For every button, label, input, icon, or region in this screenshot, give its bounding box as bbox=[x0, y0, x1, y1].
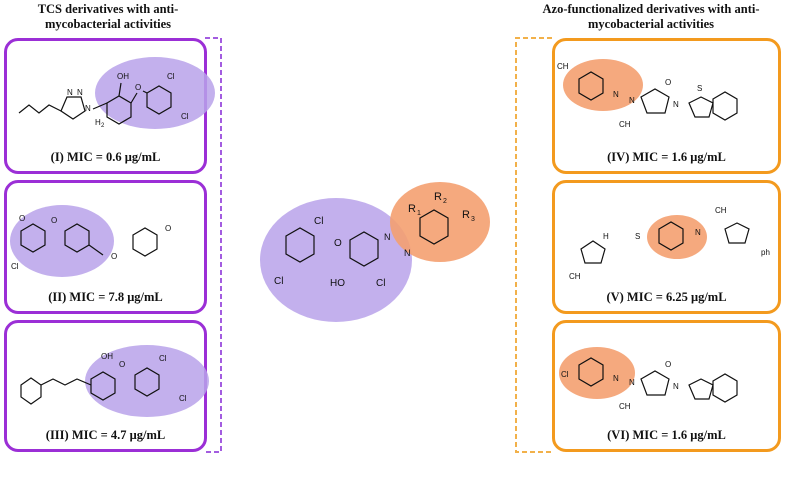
svg-text:N: N bbox=[77, 88, 83, 97]
svg-text:Cl: Cl bbox=[11, 262, 19, 271]
svg-text:Cl: Cl bbox=[561, 370, 569, 379]
svg-text:O: O bbox=[19, 214, 25, 223]
svg-text:O: O bbox=[665, 360, 671, 369]
svg-text:O: O bbox=[165, 224, 171, 233]
svg-text:N: N bbox=[629, 96, 635, 105]
compound-card-iv: CH N N O CH N S (IV) MIC = 1.6 μg/mL bbox=[552, 38, 781, 174]
svg-text:OH: OH bbox=[117, 72, 129, 81]
svg-text:O: O bbox=[135, 83, 141, 92]
mic-label: (VI) MIC = 1.6 μg/mL bbox=[607, 428, 726, 442]
svg-text:Cl: Cl bbox=[179, 394, 187, 403]
svg-text:N: N bbox=[673, 382, 679, 391]
svg-text:O: O bbox=[665, 78, 671, 87]
svg-text:CH: CH bbox=[569, 272, 581, 281]
compound-iii-structure: OH O Cl Cl bbox=[20, 345, 209, 417]
svg-text:S: S bbox=[697, 84, 702, 93]
right-heading: Azo-functionalized derivatives with anti… bbox=[542, 2, 760, 31]
svg-text:OH: OH bbox=[101, 352, 113, 361]
compound-card-vi: Cl N N O CH N (VI) MIC = 1.6 μg/mL bbox=[552, 320, 781, 452]
svg-text:CH: CH bbox=[557, 62, 569, 71]
svg-text:N: N bbox=[673, 100, 679, 109]
svg-text:N: N bbox=[613, 374, 619, 383]
mic-label: (V) MIC = 6.25 μg/mL bbox=[606, 290, 727, 304]
compound-card-iii: OH O Cl Cl (III) MIC = 4.7 μg/mL bbox=[4, 320, 209, 452]
svg-text:Cl: Cl bbox=[314, 216, 323, 227]
mic-label: (IV) MIC = 1.6 μg/mL bbox=[607, 150, 726, 164]
svg-text:CH: CH bbox=[715, 206, 727, 215]
svg-text:Cl: Cl bbox=[376, 278, 385, 289]
svg-text:ph: ph bbox=[761, 248, 770, 257]
svg-text:H: H bbox=[95, 118, 101, 127]
svg-text:Cl: Cl bbox=[159, 354, 167, 363]
svg-text:Cl: Cl bbox=[181, 112, 189, 121]
svg-text:N: N bbox=[629, 378, 635, 387]
svg-text:O: O bbox=[51, 216, 57, 225]
left-heading: TCS derivatives with anti-mycobacterial … bbox=[37, 2, 179, 31]
svg-text:CH: CH bbox=[619, 120, 631, 129]
svg-text:N: N bbox=[404, 248, 411, 258]
svg-text:1: 1 bbox=[417, 210, 421, 217]
compound-card-ii: O Cl O O O (II) MIC = 7.8 μg/mL bbox=[4, 180, 207, 314]
svg-text:HO: HO bbox=[330, 278, 345, 289]
svg-text:CH: CH bbox=[619, 402, 631, 411]
svg-text:3: 3 bbox=[471, 216, 475, 223]
compound-v-structure: CH H S N CH ph bbox=[569, 206, 770, 281]
compound-card-v: CH H S N CH ph (V) MIC = 6.25 μg/mL bbox=[552, 180, 781, 314]
compound-ii-structure: O Cl O O O bbox=[10, 205, 171, 277]
svg-text:2: 2 bbox=[101, 123, 105, 129]
svg-text:S: S bbox=[635, 232, 640, 241]
mic-label: (I) MIC = 0.6 μg/mL bbox=[50, 150, 161, 164]
compound-iv-structure: CH N N O CH N S bbox=[557, 59, 738, 129]
svg-text:R: R bbox=[434, 191, 442, 203]
svg-text:N: N bbox=[85, 104, 91, 113]
svg-text:O: O bbox=[111, 252, 117, 261]
svg-text:Cl: Cl bbox=[274, 276, 283, 287]
svg-text:N: N bbox=[695, 228, 701, 237]
mic-label: (III) MIC = 4.7 μg/mL bbox=[45, 428, 166, 442]
compound-vi-structure: Cl N N O CH N bbox=[559, 347, 738, 411]
svg-text:N: N bbox=[384, 232, 391, 242]
svg-text:R: R bbox=[408, 203, 416, 215]
svg-text:O: O bbox=[119, 360, 125, 369]
svg-text:Cl: Cl bbox=[167, 72, 175, 81]
svg-text:N: N bbox=[613, 90, 619, 99]
svg-text:N: N bbox=[67, 88, 73, 97]
svg-text:R: R bbox=[462, 209, 470, 221]
mic-label: (II) MIC = 7.8 μg/mL bbox=[48, 290, 163, 304]
svg-text:H: H bbox=[603, 232, 609, 241]
svg-text:O: O bbox=[334, 238, 342, 249]
compound-i-structure: N N N H 2 OH O Cl Cl bbox=[18, 57, 215, 129]
svg-text:2: 2 bbox=[443, 198, 447, 205]
compound-card-i: N N N H 2 OH O Cl Cl (I) MIC = 0.6 μg/mL bbox=[4, 38, 215, 174]
